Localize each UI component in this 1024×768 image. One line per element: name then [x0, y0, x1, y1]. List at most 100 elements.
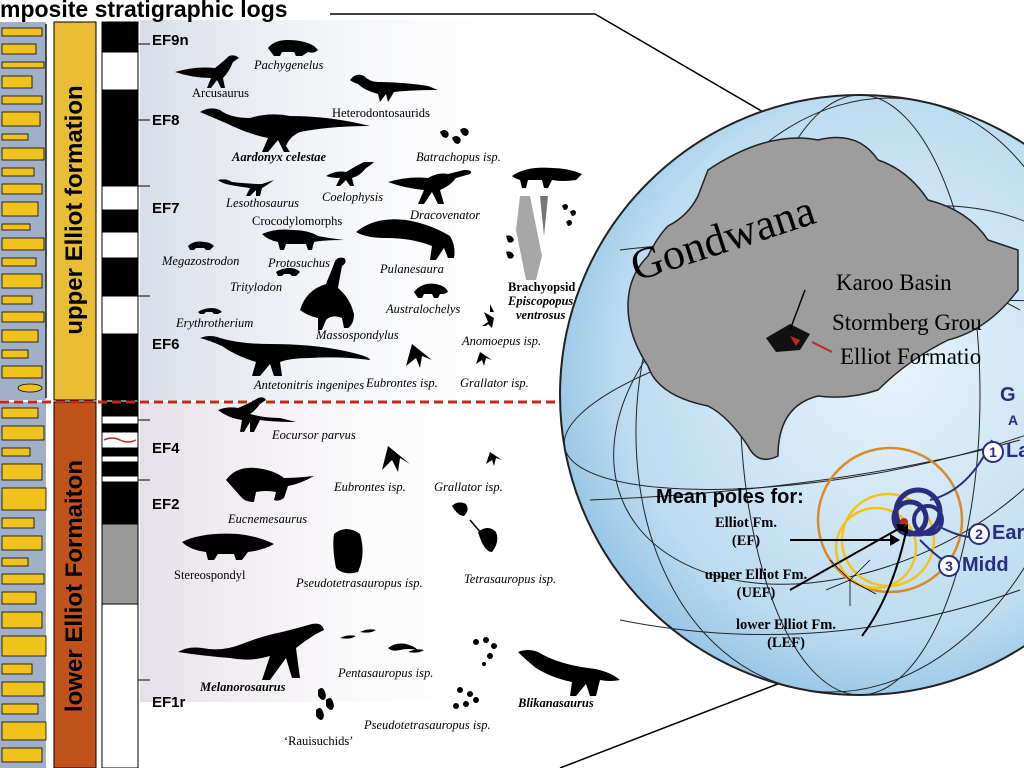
- lef-pole-label: lower Elliot Fm. (LEF): [716, 616, 856, 652]
- label-grallator-ef2: Grallator isp.: [434, 480, 503, 494]
- uef-abbr: (UEF): [736, 585, 776, 601]
- label-tetrasauropus: Tetrasauropus isp.: [464, 572, 557, 586]
- label-pseudotetrasauropus-ef1r: Pseudotetrasauropus isp.: [364, 718, 491, 732]
- lithologic-log-upper: [0, 22, 47, 400]
- gondwana-globe: [559, 94, 1024, 696]
- lower-fauna-shading: [140, 402, 520, 702]
- legend-a: A: [1008, 412, 1019, 428]
- dracovenator-silhouette: [388, 170, 472, 204]
- label-megazostrodon: Megazostrodon: [162, 254, 240, 268]
- label-massospondylus: Massospondylus: [316, 328, 399, 342]
- label-stereospondyl: Stereospondyl: [174, 568, 246, 582]
- grallator-track: [476, 352, 492, 366]
- antetonitrus-silhouette: [200, 336, 370, 376]
- eubrontes-track-2: [382, 446, 410, 472]
- label-pachygenelus: Pachygenelus: [254, 58, 324, 72]
- pentasauropus-track: [340, 629, 424, 653]
- arcusaurus-silhouette: [175, 55, 239, 88]
- label-eocursor: Eocursor parvus: [272, 428, 356, 442]
- label-batrachopus: Batrachopus isp.: [416, 150, 501, 164]
- label-dracovenator: Dracovenator: [410, 208, 481, 222]
- label-eubrontes-ef6: Eubrontes isp.: [366, 376, 438, 390]
- label-heterodontosaurids: Heterodontosaurids: [332, 106, 430, 120]
- episcopopus-track-slab: [516, 196, 542, 280]
- label-anomoepus: Anomoepus isp.: [462, 334, 542, 348]
- crocodylomorph-silhouette: [512, 167, 582, 188]
- tetrasauropus-track: [452, 502, 498, 552]
- megazostrodon-silhouette: [188, 241, 214, 250]
- zone-ef2: EF2: [152, 496, 180, 513]
- zone-ef4: EF4: [152, 440, 180, 457]
- label-episcopopus: Episcopopus: [508, 294, 574, 308]
- label-crocodylomorphs: Crocodylomorphs: [252, 214, 343, 228]
- massospondylus-silhouette: [300, 257, 354, 330]
- lower-formation-label: lower Elliot Formaiton: [61, 460, 88, 713]
- zone-ef9n: EF9n: [152, 32, 189, 49]
- pseudotetrasauropus-dots: [453, 637, 497, 709]
- stereospondyl-silhouette: [182, 533, 274, 560]
- pulanesaura-silhouette: [356, 219, 455, 260]
- batrachopus-track: [440, 128, 469, 144]
- blikanasaurus-silhouette: [518, 650, 620, 696]
- uef-pole-label: upper Elliot Fm. (UEF): [686, 566, 826, 602]
- melanorosaurus-silhouette: [178, 623, 324, 680]
- label-erythrotherium: Erythrotherium: [176, 316, 254, 330]
- label-pentasauropus: Pentasauropus isp.: [338, 666, 434, 680]
- age-early-label: Ear: [992, 522, 1024, 544]
- zone-ef7: EF7: [152, 200, 180, 217]
- ef-abbr: (EF): [731, 533, 761, 549]
- label-arcusaurus: Arcusaurus: [192, 86, 249, 100]
- label-lesothosaurus: Lesothosaurus: [226, 196, 299, 210]
- label-rauisuchids: ‘Rauisuchids’: [284, 734, 354, 748]
- australochelys-silhouette: [414, 283, 448, 298]
- label-ventrosus: ventrosus: [516, 308, 566, 322]
- eocursor-silhouette: [218, 397, 296, 432]
- fossil-silhouettes: [175, 40, 620, 720]
- label-protosuchus: Protosuchus: [268, 256, 331, 270]
- age-middle-number: 3: [938, 554, 960, 577]
- label-tritylodon: Tritylodon: [230, 280, 283, 294]
- label-pseudotetrasauropus-ef2: Pseudotetrasauropus isp.: [296, 576, 423, 590]
- lesothosaurus-silhouette: [218, 179, 274, 196]
- mean-poles-heading: Mean poles for:: [656, 486, 804, 508]
- grallator-track-2: [486, 452, 502, 466]
- tritylodon-silhouette: [276, 268, 300, 276]
- lef-abbr: (LEF): [767, 635, 805, 651]
- eucnemesaurus-silhouette: [226, 467, 314, 502]
- ef-pole-label: Elliot Fm. (EF): [700, 514, 792, 550]
- eubrontes-track: [406, 344, 432, 368]
- age-late-label: La: [1006, 440, 1024, 462]
- label-coelophysis: Coelophysis: [322, 190, 384, 204]
- label-aardonyx: Aardonyx celestae: [232, 150, 327, 164]
- stormberg-label: Stormberg Grou: [832, 310, 982, 335]
- zone-ef1r: EF1r: [152, 694, 186, 711]
- erythrotherium-silhouette: [198, 308, 222, 314]
- label-antetonitrus: Antetonitris ingenipes: [254, 378, 365, 392]
- heterodontosaurid-silhouette: [350, 74, 438, 102]
- label-pulanesaura: Pulanesaura: [380, 262, 444, 276]
- header-connector-line: [330, 13, 833, 153]
- age-late-number: 1: [982, 440, 1004, 463]
- upper-formation-label: upper Elliot formation: [61, 85, 88, 335]
- coelophysis-silhouette: [326, 162, 374, 186]
- figure-header: mposite stratigraphic logs: [0, 0, 288, 22]
- pseudotetrasauropus-track: [333, 529, 363, 574]
- label-eubrontes-ef2: Eubrontes isp.: [334, 480, 406, 494]
- label-melanorosaurus: Melanorosaurus: [200, 680, 286, 694]
- anomoepus-track: [482, 304, 494, 328]
- lower-formation-band: [53, 401, 97, 768]
- label-australochelys: Australochelys: [386, 302, 461, 316]
- magnetostratigraphy-column: [101, 21, 139, 768]
- label-grallator-ef6: Grallator isp.: [460, 376, 529, 390]
- label-eucnemesaurus: Eucnemesaurus: [228, 512, 308, 526]
- karoo-basin-marker: [766, 324, 810, 352]
- age-middle-label: Midd: [962, 554, 1009, 576]
- label-blikanasaurus: Blikanasaurus: [518, 696, 594, 710]
- label-brachyopsid: Brachyopsid: [508, 280, 576, 294]
- elliot-formation-label: Elliot Formatio: [840, 344, 982, 369]
- zone-ef8: EF8: [152, 112, 180, 129]
